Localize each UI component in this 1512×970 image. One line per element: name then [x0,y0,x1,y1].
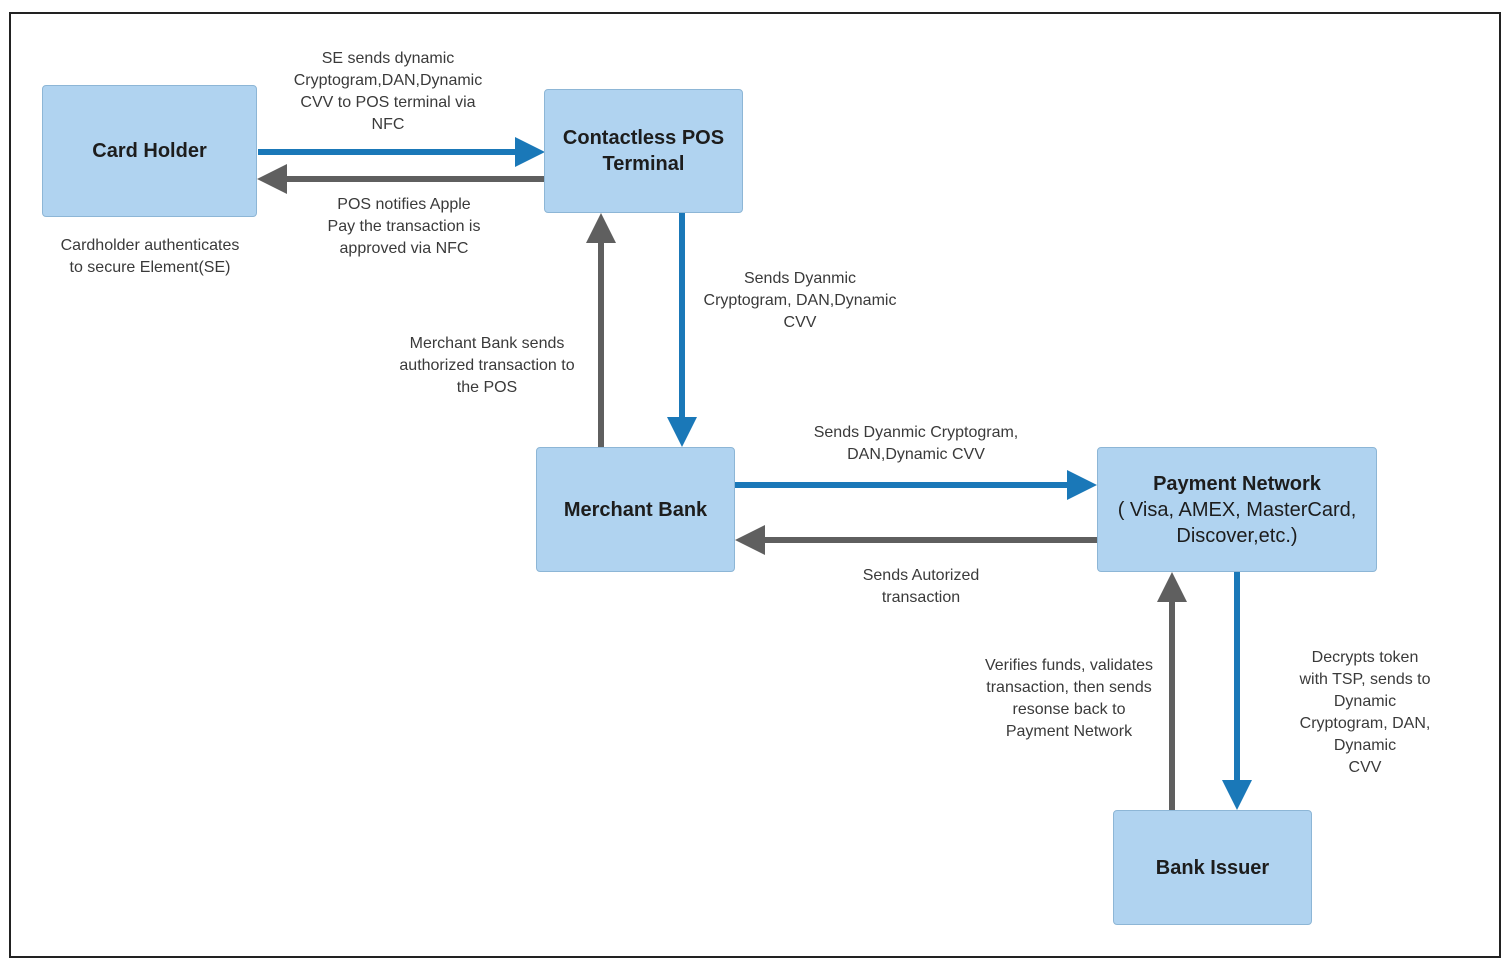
card-holder-node: Card Holder [42,85,257,217]
label-merchant-bank-sends: Merchant Bank sends authorized transacti… [399,335,575,396]
payment-network-subtitle: ( Visa, AMEX, MasterCard, Discover,etc.) [1117,498,1357,547]
pos-terminal-node: Contactless POS Terminal [544,89,743,213]
label-sends-dyanmic-to-merchant: Sends Dyanmic Cryptogram, DAN,Dynamic CV… [703,270,897,331]
diagram-frame [9,12,1501,958]
label-sends-autorized: Sends Autorized transaction [862,567,980,606]
card-holder-label: Card Holder [92,140,207,162]
label-se-sends: SE sends dynamic Cryptogram,DAN,Dynamic … [293,50,483,133]
label-cardholder-authenticates: Cardholder authenticates to secure Eleme… [60,237,240,276]
label-verifies-funds: Verifies funds, validates transaction, t… [984,657,1154,740]
label-pos-notifies: POS notifies Apple Pay the transaction i… [327,196,481,257]
merchant-bank-label: Merchant Bank [563,498,708,521]
label-decrypts-token: Decrypts token with TSP, sends to Dynami… [1299,649,1431,776]
bank-issuer-node: Bank Issuer [1113,810,1312,925]
bank-issuer-label: Bank Issuer [1155,856,1270,879]
pos-terminal-label: Contactless POS Terminal [562,127,725,175]
label-sends-dyanmic-to-network: Sends Dyanmic Cryptogram, DAN,Dynamic CV… [813,424,1019,463]
payment-network-node: Payment Network ( Visa, AMEX, MasterCard… [1097,447,1377,572]
payment-network-title: Payment Network [1153,472,1321,495]
merchant-bank-node: Merchant Bank [536,447,735,572]
